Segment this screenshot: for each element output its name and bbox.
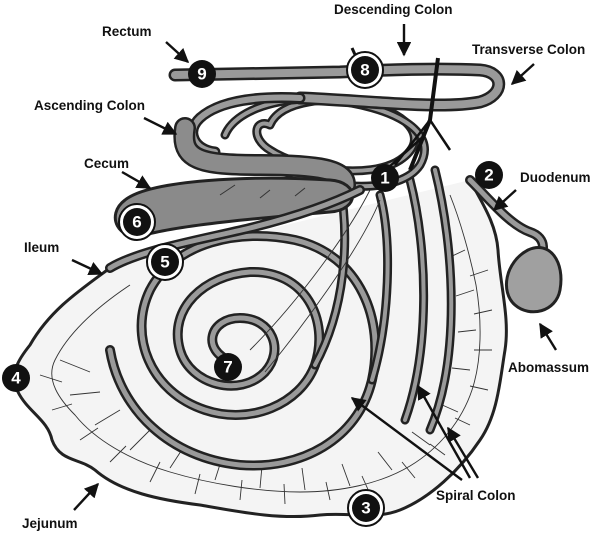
marker-4: 4 <box>2 364 30 392</box>
marker-1: 1 <box>371 164 399 192</box>
marker-6: 6 <box>118 203 156 241</box>
marker-3: 3 <box>347 489 385 527</box>
marker-2: 2 <box>475 161 503 189</box>
label-arrows <box>71 24 558 511</box>
svg-text:6: 6 <box>132 213 141 232</box>
spiral-colon-tubes <box>105 165 456 471</box>
label-cecum: Cecum <box>84 156 129 171</box>
svg-text:5: 5 <box>160 253 169 272</box>
svg-text:3: 3 <box>361 499 370 518</box>
svg-text:2: 2 <box>484 166 493 185</box>
descending-colon-rectum <box>168 62 506 158</box>
marker-5: 5 <box>146 243 184 281</box>
svg-text:1: 1 <box>380 169 389 188</box>
svg-text:4: 4 <box>11 369 21 388</box>
label-jejunum: Jejunum <box>22 516 78 531</box>
marker-9: 9 <box>188 60 216 88</box>
label-rectum: Rectum <box>102 24 152 39</box>
label-transverse-colon: Transverse Colon <box>472 42 585 57</box>
label-ascending-colon: Ascending Colon <box>34 98 145 113</box>
ileum <box>105 185 365 273</box>
label-descending-colon: Descending Colon <box>334 2 453 17</box>
label-abomassum: Abomassum <box>508 360 589 375</box>
marker-7: 7 <box>214 353 242 381</box>
ascending-colon <box>173 117 356 196</box>
svg-text:8: 8 <box>360 61 369 80</box>
cecum <box>113 176 354 238</box>
label-duodenum: Duodenum <box>520 170 591 185</box>
svg-text:9: 9 <box>197 65 206 84</box>
svg-text:7: 7 <box>223 358 232 377</box>
label-spiral-colon: Spiral Colon <box>436 488 516 503</box>
marker-8: 8 <box>346 51 384 89</box>
abomassum <box>505 246 563 314</box>
label-ileum: Ileum <box>24 240 59 255</box>
